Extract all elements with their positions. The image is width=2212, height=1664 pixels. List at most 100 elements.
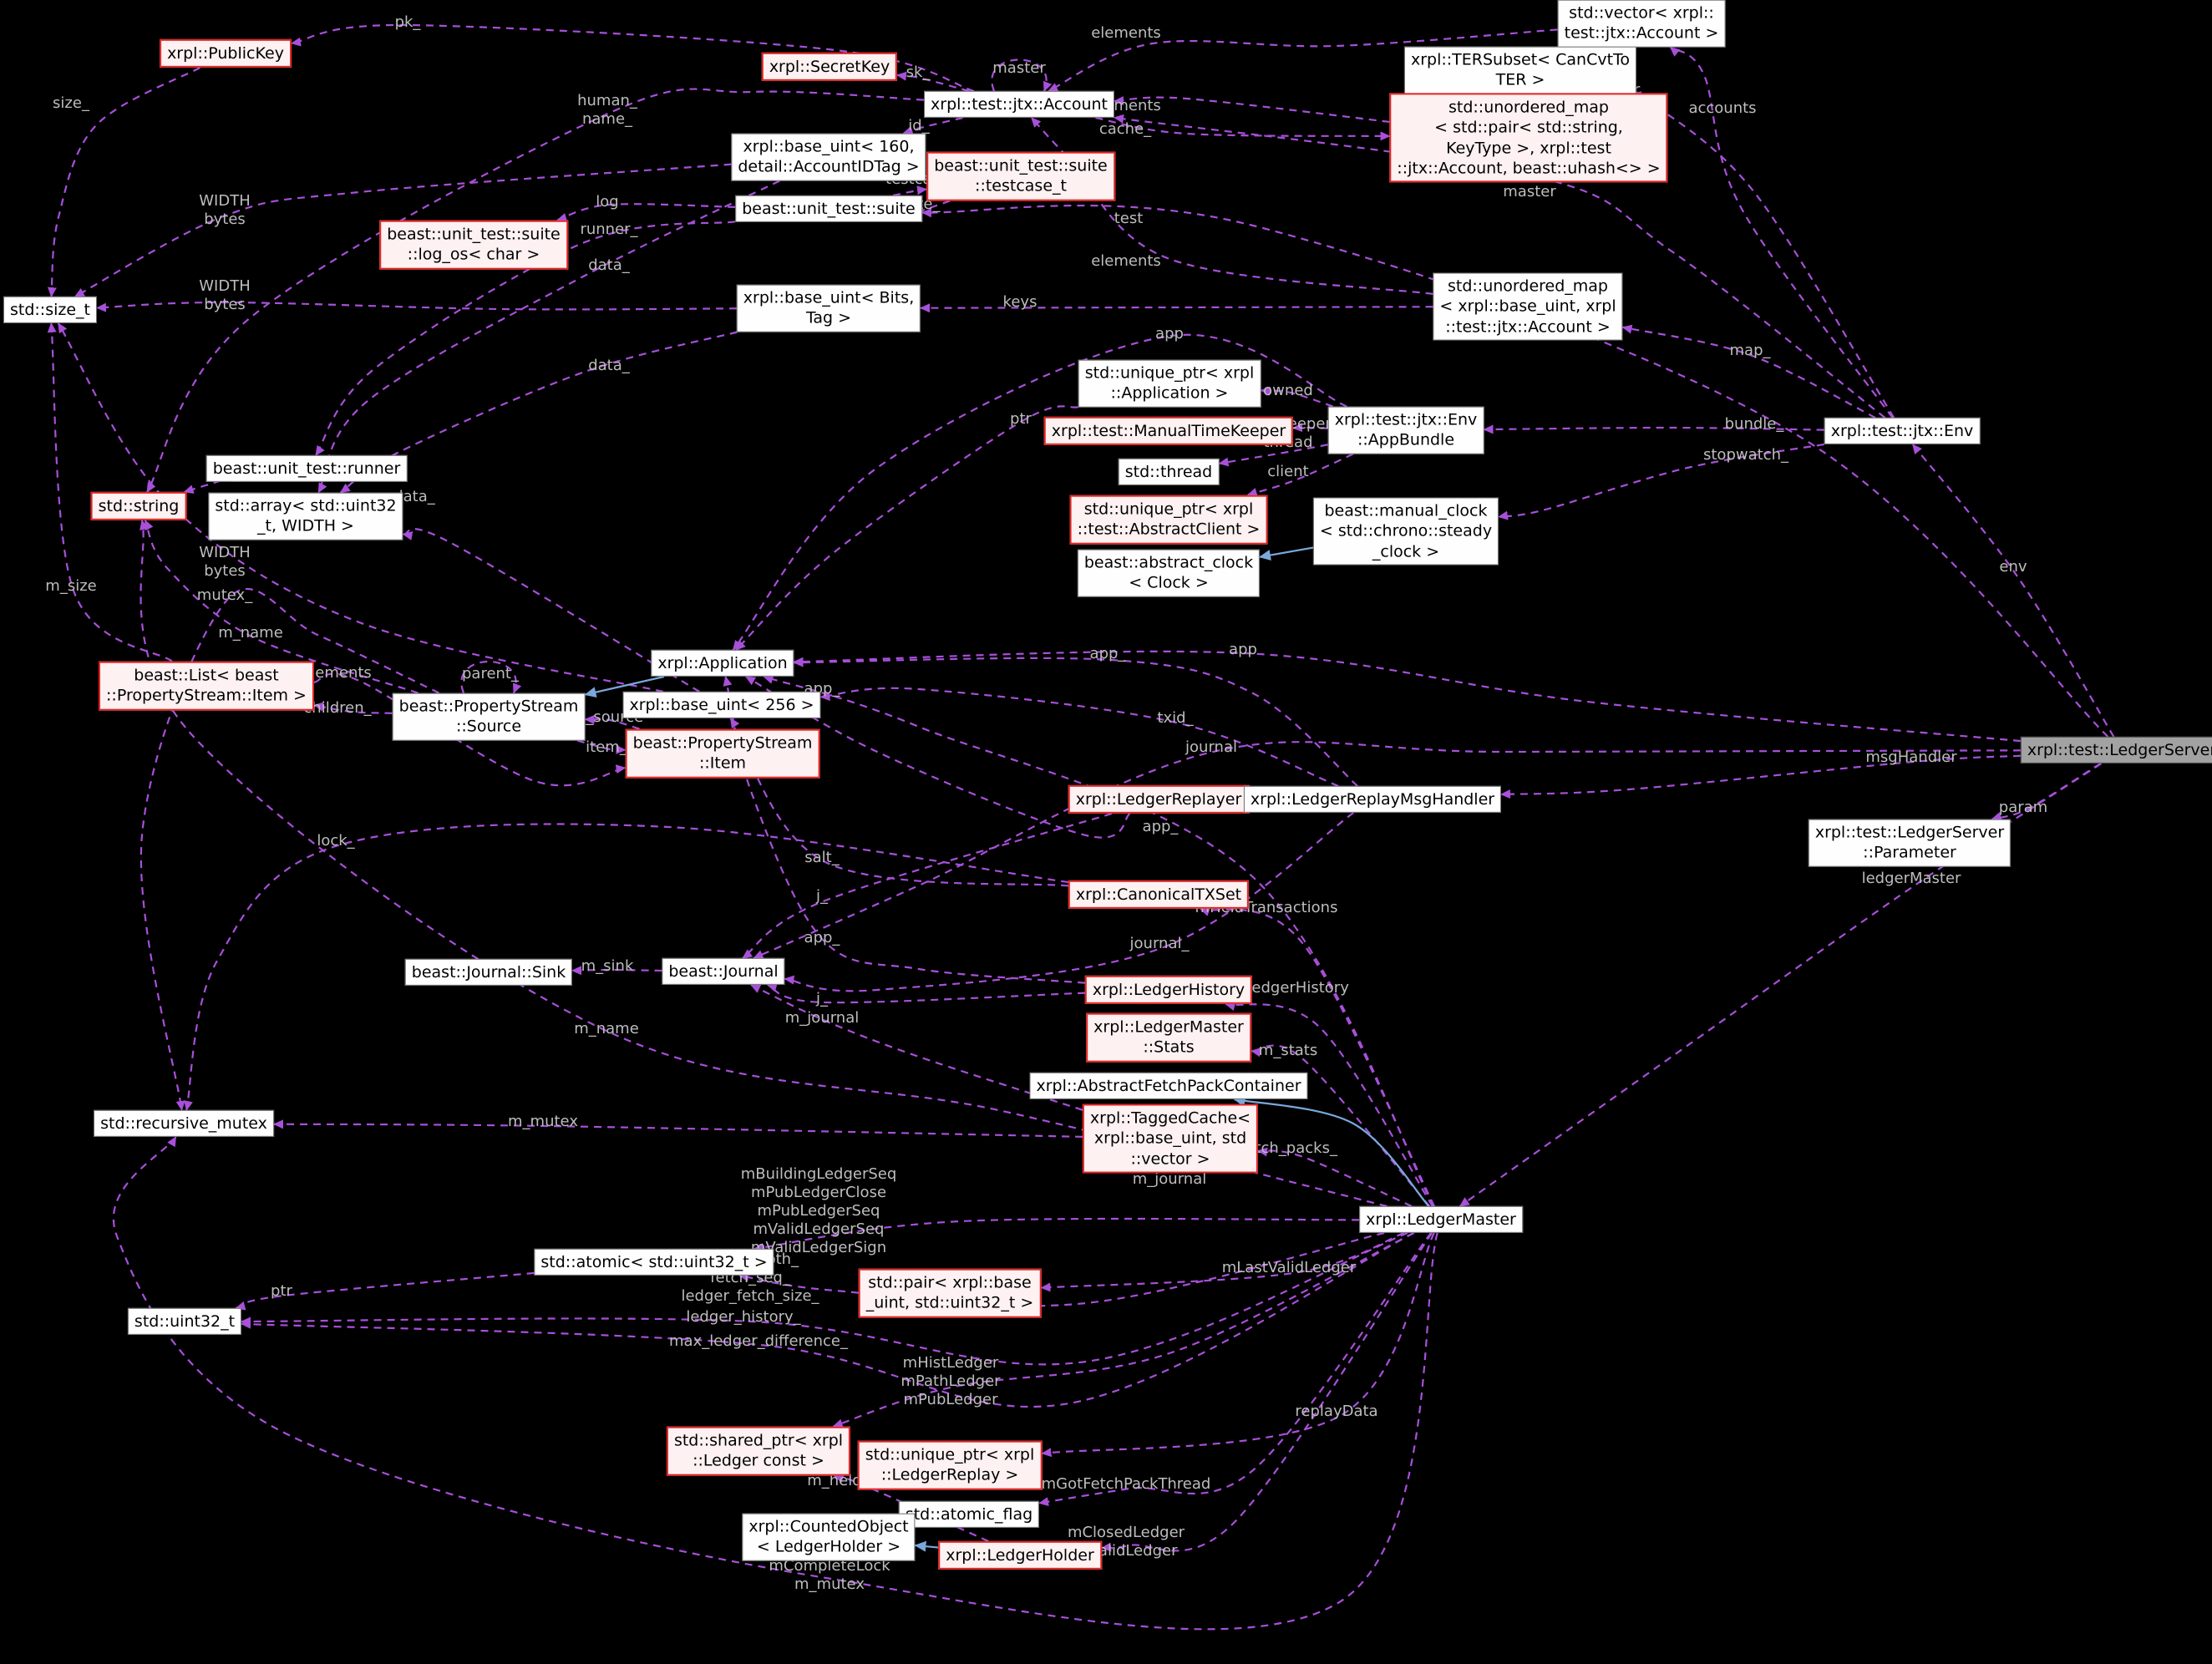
node-replay-msg-handler[interactable]: xrpl::LedgerReplayMsgHandler xyxy=(1243,785,1502,814)
edge-label: journal_ xyxy=(1129,935,1190,953)
edge-label: accounts xyxy=(1688,99,1757,118)
node-public-key[interactable]: xrpl::PublicKey xyxy=(160,38,292,68)
edge-ledger-server-to-ledger-master xyxy=(1459,763,2103,1207)
node-ledger-history[interactable]: xrpl::LedgerHistory xyxy=(1084,975,1253,1005)
edge-label: mBuildingLedgerSeq mPubLedgerClose mPubL… xyxy=(740,1165,897,1256)
edge-label: bundle_ xyxy=(1724,415,1784,434)
node-ledger-server[interactable]: xrpl::test::LedgerServer xyxy=(2020,736,2212,764)
edge-label: salt_ xyxy=(804,849,840,867)
edge-label: app_ xyxy=(1089,645,1126,663)
node-umap-baseuint-account[interactable]: std::unordered_map < xrpl::base_uint, xr… xyxy=(1433,272,1623,341)
edge-label: pk_ xyxy=(394,13,421,32)
node-uptr-ledger-replay[interactable]: std::unique_ptr< xrpl ::LedgerReplay > xyxy=(857,1440,1043,1490)
edge-label: runner_ xyxy=(580,221,638,239)
edge-ledger-master-to-tagged-cache xyxy=(1257,1147,1413,1208)
node-testcase-t[interactable]: beast::unit_test::suite ::testcase_t xyxy=(926,151,1115,201)
node-manual-time-keeper[interactable]: xrpl::test::ManualTimeKeeper xyxy=(1043,416,1294,446)
edge-vector-account-to-jtx-account xyxy=(1048,28,1558,93)
node-sptr-ledger-const[interactable]: std::shared_ptr< xrpl ::Ledger const > xyxy=(666,1426,851,1476)
node-log-os[interactable]: beast::unit_test::suite ::log_os< char > xyxy=(379,220,568,270)
node-vector-account[interactable]: std::vector< xrpl:: test::jtx::Account > xyxy=(1557,0,1726,48)
node-uptr-application[interactable]: std::unique_ptr< xrpl ::Application > xyxy=(1078,359,1261,408)
edge-ledger-master-to-uptr-ledger-replay xyxy=(1041,1232,1435,1458)
node-app-bundle[interactable]: xrpl::test::jtx::Env ::AppBundle xyxy=(1327,406,1484,454)
edge-label: mLedgerHistory xyxy=(1229,979,1349,997)
node-base-uint-160[interactable]: xrpl::base_uint< 160, detail::AccountIDT… xyxy=(731,133,926,181)
edge-list-ps-item-to-size-t xyxy=(47,322,173,662)
edge-ps-source-to-list-ps-item xyxy=(313,702,393,714)
edge-label: WIDTH bytes xyxy=(199,192,251,228)
edge-ledger-server-to-jtx-env xyxy=(1911,444,2115,738)
node-unit-test-suite[interactable]: beast::unit_test::suite xyxy=(735,195,922,223)
node-lm-stats[interactable]: xrpl::LedgerMaster ::Stats xyxy=(1086,1012,1251,1063)
edge-public-key-to-size-t xyxy=(47,67,200,297)
node-application[interactable]: xrpl::Application xyxy=(651,649,794,677)
node-pair-baseuint-uint32[interactable]: std::pair< xrpl::base _uint, std::uint32… xyxy=(858,1268,1042,1318)
node-ledger-replayer[interactable]: xrpl::LedgerReplayer xyxy=(1068,784,1250,814)
edge-ps-source-to-ps-source xyxy=(460,661,522,694)
node-manual-clock[interactable]: beast::manual_clock < std::chrono::stead… xyxy=(1312,497,1499,566)
edge-jtx-env-to-ter-subset xyxy=(1628,87,1895,419)
edge-jtx-env-to-umap-baseuint-account xyxy=(1621,324,1876,419)
node-base-uint-bits[interactable]: xrpl::base_uint< Bits, Tag > xyxy=(736,284,921,332)
node-jtx-account[interactable]: xrpl::test::jtx::Account xyxy=(924,90,1114,119)
node-ls-parameter[interactable]: xrpl::test::LedgerServer ::Parameter xyxy=(1808,819,2012,867)
edge-ledger-master-to-ledger-history xyxy=(1225,1002,1433,1207)
node-ps-item[interactable]: beast::PropertyStream ::Item xyxy=(625,728,820,779)
edge-ledger-master-to-pair-baseuint-uint32 xyxy=(1040,1231,1405,1292)
edge-label: mutex_ xyxy=(196,586,253,605)
edge-label: j_ xyxy=(815,887,829,906)
edge-umap-string-account-to-jtx-account xyxy=(1114,96,1390,124)
edge-ps-source-to-recursive-mutex xyxy=(140,587,439,1111)
node-tagged-cache[interactable]: xrpl::TaggedCache< xrpl::base_uint, std … xyxy=(1082,1103,1259,1174)
node-ledger-holder[interactable]: xrpl::LedgerHolder xyxy=(938,1540,1102,1570)
edge-jtx-env-to-manual-clock xyxy=(1498,443,1824,520)
node-uint32-t[interactable]: std::uint32_t xyxy=(127,1307,242,1336)
node-ledger-master[interactable]: xrpl::LedgerMaster xyxy=(1359,1205,1523,1234)
node-canonical-txset[interactable]: xrpl::CanonicalTXSet xyxy=(1068,880,1250,910)
edge-label: mCompleteLock m_mutex xyxy=(769,1557,890,1593)
node-runner[interactable]: beast::unit_test::runner xyxy=(205,454,408,483)
edge-label: ptr xyxy=(1010,410,1032,429)
node-jtx-env[interactable]: xrpl::test::jtx::Env xyxy=(1824,417,1981,445)
node-thread[interactable]: std::thread xyxy=(1118,458,1220,486)
edge-label: cache_ xyxy=(1098,120,1152,139)
node-ter-subset[interactable]: xrpl::TERSubset< CanCvtTo TER > xyxy=(1403,46,1637,94)
node-uptr-abstract-client[interactable]: std::unique_ptr< xrpl ::test::AbstractCl… xyxy=(1069,495,1268,545)
edge-label: m_size xyxy=(45,577,97,596)
edge-label: WIDTH bytes xyxy=(199,277,251,313)
edge-ledger-replayer-to-journal xyxy=(742,812,1113,959)
node-umap-string-account[interactable]: std::unordered_map < std::pair< std::str… xyxy=(1389,93,1668,183)
edge-ledger-master-to-canonical-txset xyxy=(1199,907,1435,1207)
node-atomic-uint32[interactable]: std::atomic< std::uint32_t > xyxy=(534,1248,774,1276)
edge-label: m_journal xyxy=(784,1009,860,1027)
edge-ledger-history-to-application xyxy=(723,676,1086,984)
edge-label: test xyxy=(1114,210,1144,228)
node-journal[interactable]: beast::Journal xyxy=(662,957,785,986)
edge-jtx-env-to-vector-account xyxy=(1669,46,1894,419)
edge-manual-clock-to-abstract-clock xyxy=(1259,546,1314,561)
node-abstract-clock[interactable]: beast::abstract_clock < Clock > xyxy=(1077,549,1261,597)
node-size-t[interactable]: std::size_t xyxy=(3,296,98,324)
node-list-ps-item[interactable]: beast::List< beast ::PropertyStream::Ite… xyxy=(99,661,314,711)
node-atomic-flag[interactable]: std::atomic_flag xyxy=(898,1500,1040,1529)
edge-uptr-application-to-application xyxy=(735,405,1078,651)
node-array-uint32[interactable]: std::array< std::uint32 _t, WIDTH > xyxy=(208,492,403,540)
edge-label: owned xyxy=(1263,382,1313,400)
edge-label: m_name xyxy=(574,1020,639,1038)
edge-label: data_ xyxy=(588,256,630,275)
node-counted-object[interactable]: xrpl::CountedObject < LedgerHolder > xyxy=(742,1513,916,1561)
node-ps-source[interactable]: beast::PropertyStream ::Source xyxy=(392,692,586,741)
node-base-uint-256[interactable]: xrpl::base_uint< 256 > xyxy=(622,691,821,719)
edge-ps-source-to-string xyxy=(144,520,419,694)
node-secret-key[interactable]: xrpl::SecretKey xyxy=(761,52,898,82)
node-string[interactable]: std::string xyxy=(90,491,187,521)
edge-label: WIDTH bytes xyxy=(199,544,251,580)
node-recursive-mutex[interactable]: std::recursive_mutex xyxy=(94,1109,274,1138)
node-abstract-fetch-pack[interactable]: xrpl::AbstractFetchPackContainer xyxy=(1029,1072,1308,1100)
node-journal-sink[interactable]: beast::Journal::Sink xyxy=(404,958,573,987)
edge-label: app_ xyxy=(804,929,840,947)
edge-label: elements xyxy=(1091,252,1161,271)
edge-label: ptr xyxy=(271,1282,292,1301)
